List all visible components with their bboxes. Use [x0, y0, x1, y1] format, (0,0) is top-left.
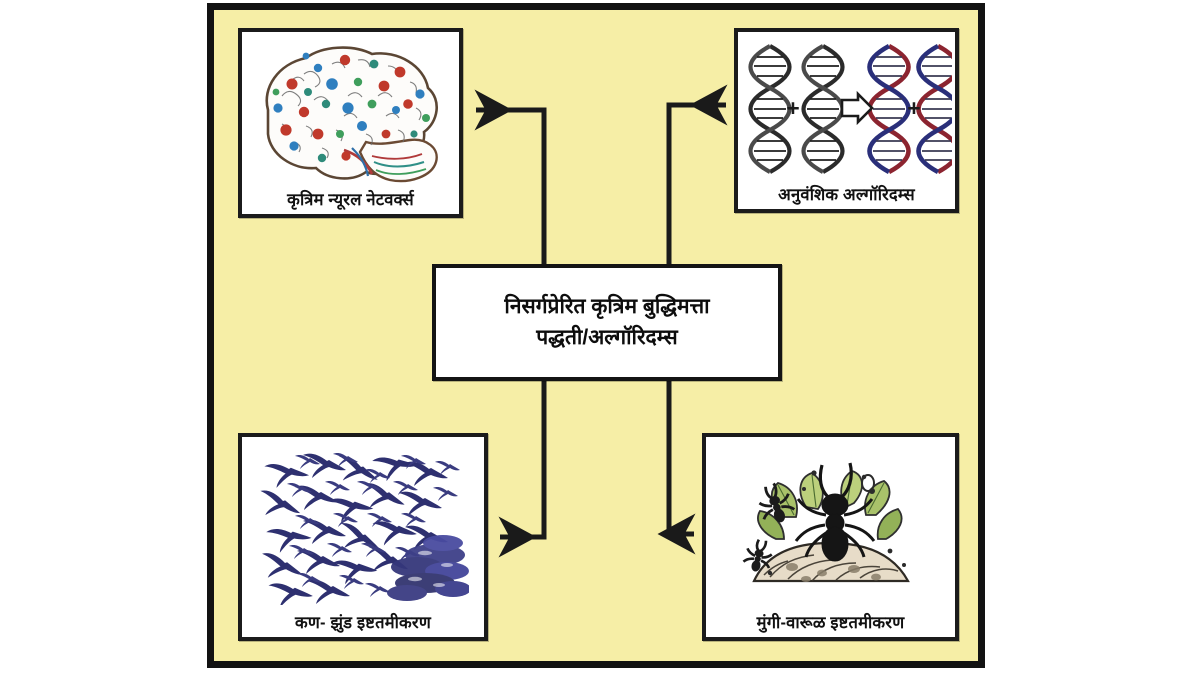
arrow-to-ga: [666, 84, 728, 264]
central-title-line-2: पद्धती/अल्गॉरिदम्स: [536, 325, 678, 349]
brain-network-icon: [242, 32, 459, 192]
ant-colony-icon: [706, 437, 955, 615]
arrow-to-ann: [474, 89, 547, 264]
node-caption-ann: कृत्रिम न्यूरल नेटवर्क्स: [287, 190, 414, 209]
node-particle-swarm-optimization[interactable]: कण- झुंड इष्टतमीकरण: [238, 433, 488, 641]
node-caption-ga: अनुवंशिक अल्गॉरिदम्स: [778, 185, 915, 204]
node-artificial-neural-networks[interactable]: कृत्रिम न्यूरल नेटवर्क्स: [238, 28, 463, 218]
arrow-to-aco: [657, 381, 696, 555]
central-concept-box[interactable]: निसर्गप्रेरित कृत्रिम बुद्धिमत्ता पद्धती…: [432, 264, 782, 381]
svg-text:+: +: [907, 95, 920, 121]
dna-crossover-icon: + +: [738, 32, 955, 187]
node-caption-aco: मुंगी-वारूळ इष्टतमीकरण: [756, 613, 905, 632]
central-title-line-1: निसर्गप्रेरित कृत्रिम बुद्धिमत्ता: [504, 295, 710, 319]
bird-flock-icon: [242, 437, 484, 615]
node-genetic-algorithms[interactable]: + + अनुवंशिक अल्गॉरिदम्स: [734, 28, 959, 213]
diagram-frame: कृत्रिम न्यूरल नेटवर्क्स: [207, 3, 985, 668]
node-ant-colony-optimization[interactable]: मुंगी-वारूळ इष्टतमीकरण: [702, 433, 959, 641]
node-caption-pso: कण- झुंड इष्टतमीकरण: [295, 613, 431, 632]
svg-text:+: +: [786, 95, 799, 121]
arrow-to-pso: [498, 381, 547, 558]
